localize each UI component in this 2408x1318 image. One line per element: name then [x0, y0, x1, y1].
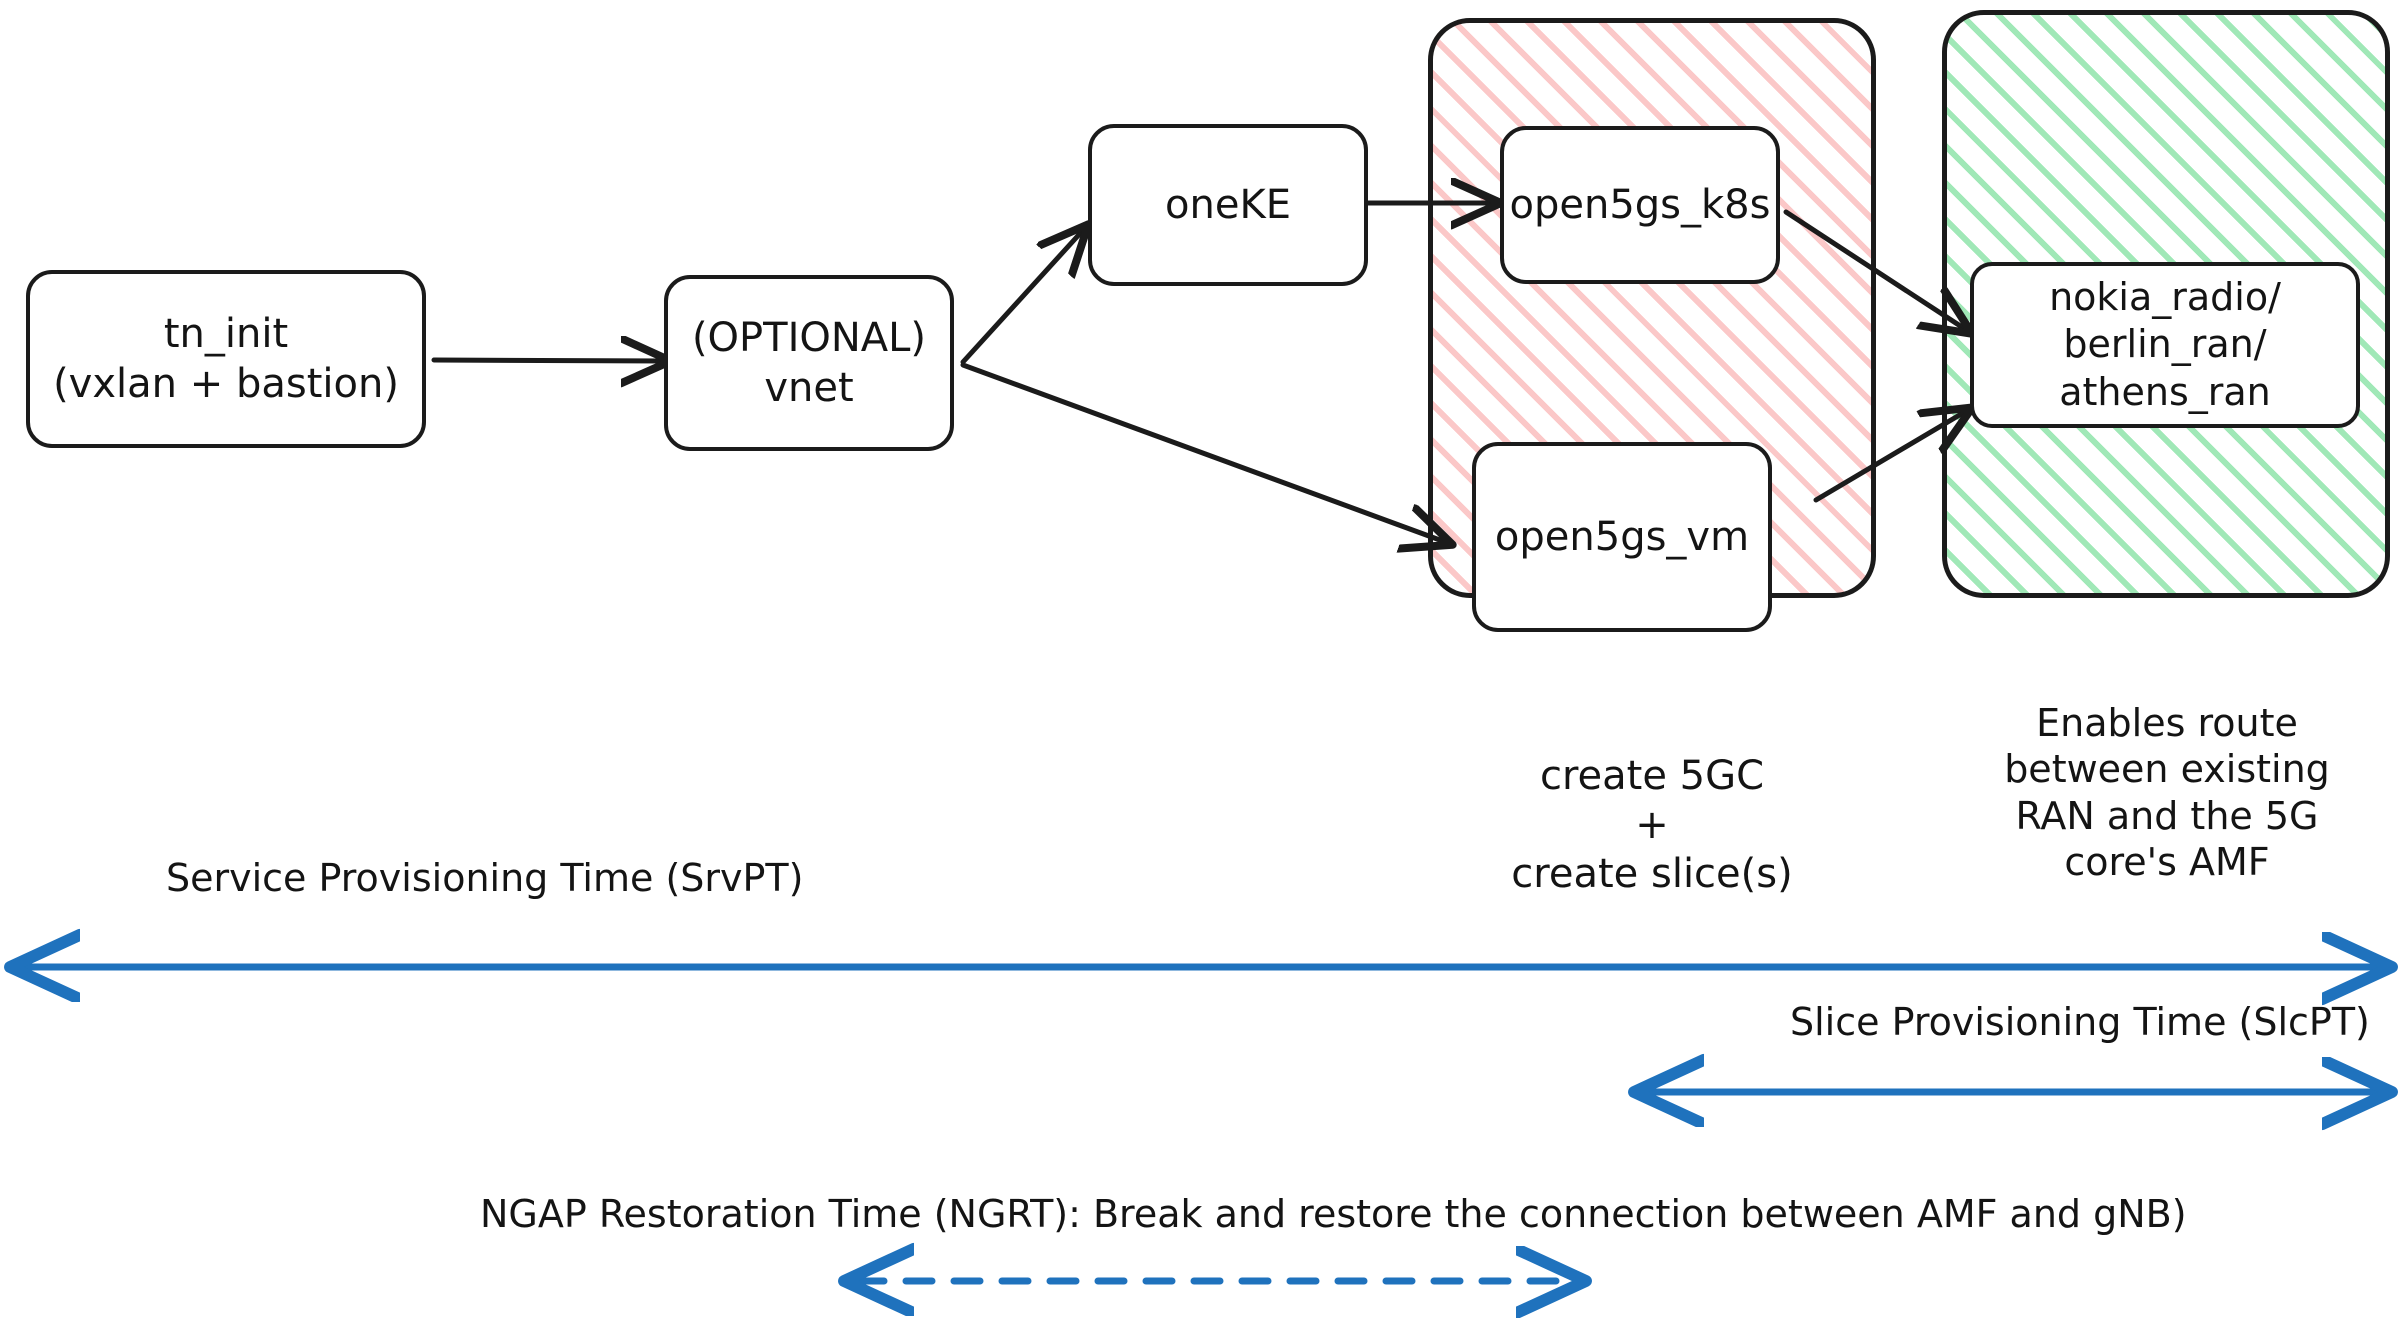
node-tn-init[interactable]: tn_init (vxlan + bastion)	[26, 270, 426, 448]
node-open5gs-vm-label: open5gs_vm	[1494, 514, 1750, 560]
node-open5gs-k8s[interactable]: open5gs_k8s	[1500, 126, 1780, 284]
timeline-ngrt-label: NGAP Restoration Time (NGRT): Break and …	[480, 1192, 2187, 1236]
node-open5gs-k8s-label: open5gs_k8s	[1509, 182, 1771, 228]
node-nokia-radio-label: nokia_radio/ berlin_ran/ athens_ran	[2049, 274, 2281, 414]
timeline-slcpt-label: Slice Provisioning Time (SlcPT)	[1790, 1000, 2370, 1044]
node-vnet[interactable]: (OPTIONAL) vnet	[664, 275, 954, 451]
node-tn-init-label: tn_init (vxlan + bastion)	[53, 311, 399, 407]
node-vnet-label: (OPTIONAL) vnet	[691, 315, 927, 411]
edge-open5gsvm-nokia	[1813, 410, 1968, 503]
edge-vnet-oneke	[960, 228, 1085, 365]
node-nokia-radio[interactable]: nokia_radio/ berlin_ran/ athens_ran	[1970, 262, 2360, 428]
edge-tninit-vnet	[431, 360, 666, 361]
edge-open5gsk8s-nokia	[1783, 209, 1968, 331]
timeline-srvpt-label: Service Provisioning Time (SrvPT)	[166, 856, 804, 900]
group-radio-route-caption: Enables route between existing RAN and t…	[2004, 701, 2330, 885]
edge-vnet-open5gsvm	[960, 362, 1448, 543]
node-open5gs-vm[interactable]: open5gs_vm	[1472, 442, 1772, 632]
node-oneke-label: oneKE	[1165, 182, 1291, 228]
node-oneke[interactable]: oneKE	[1088, 124, 1368, 286]
group-core-5gc-caption: create 5GC + create slice(s)	[1511, 753, 1793, 897]
